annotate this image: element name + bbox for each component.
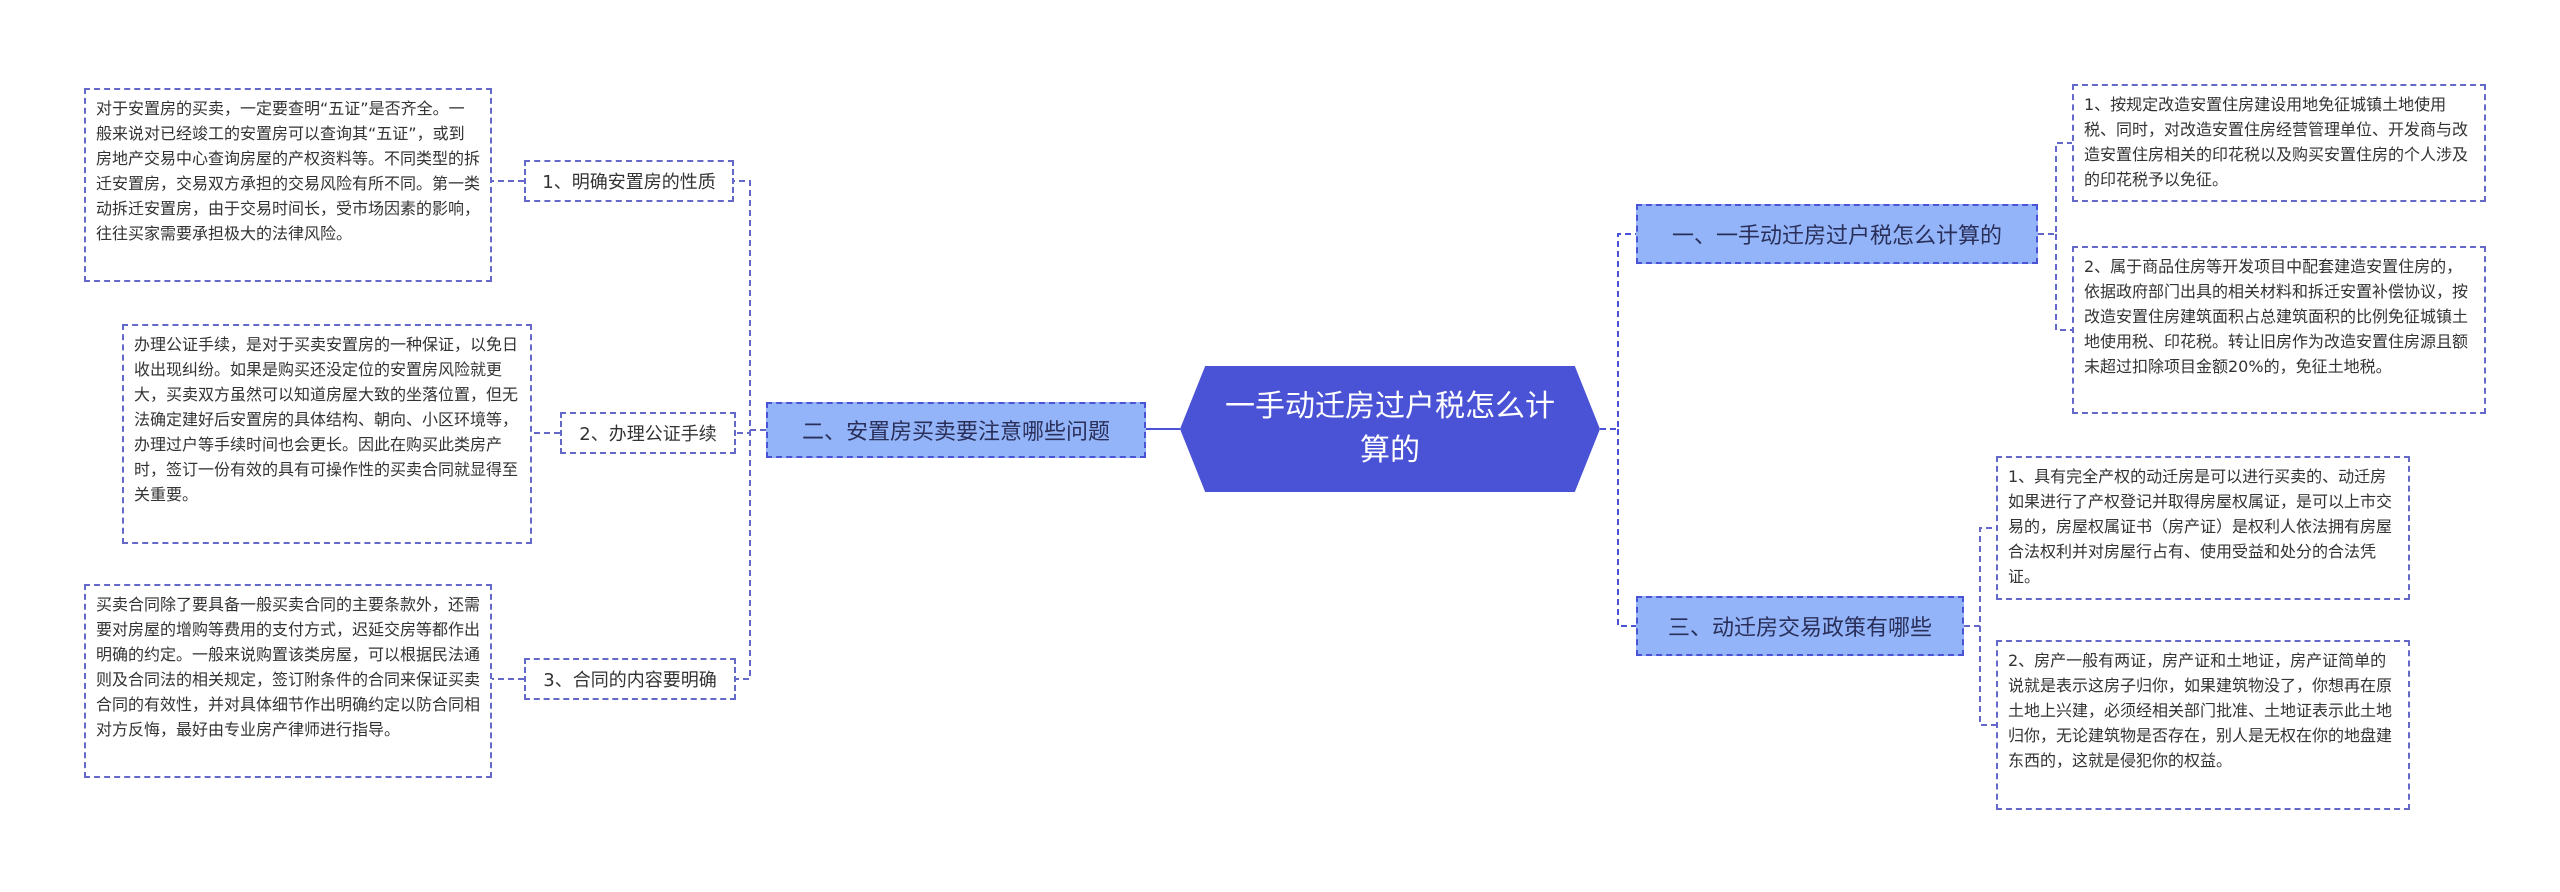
sub-left-2[interactable]: 2、办理公证手续 xyxy=(560,412,736,454)
connector-left-sub1 xyxy=(734,180,766,431)
leaf-right-1-2[interactable]: 2、属于商品住房等开发项目中配套建造安置住房的，依据政府部门出具的相关材料和拆迁… xyxy=(2072,246,2486,414)
branch-right-2[interactable]: 三、动迁房交易政策有哪些 xyxy=(1636,596,1964,656)
leaf-right-1-2-text: 2、属于商品住房等开发项目中配套建造安置住房的，依据政府部门出具的相关材料和拆迁… xyxy=(2084,257,2469,376)
connector-r1-leaf2 xyxy=(2055,234,2072,331)
branch-right-1[interactable]: 一、一手动迁房过户税怎么计算的 xyxy=(1636,204,2038,264)
connector-r2-leaf2 xyxy=(1979,626,1996,726)
sub-left-3-label: 3、合同的内容要明确 xyxy=(543,670,717,691)
sub-left-1[interactable]: 1、明确安置房的性质 xyxy=(524,160,734,202)
leaf-left-3[interactable]: 买卖合同除了要具备一般买卖合同的主要条款外，还需要对房屋的增购等费用的支付方式，… xyxy=(84,584,492,778)
branch-left-label: 二、安置房买卖要注意哪些问题 xyxy=(801,420,1110,445)
connector-r2-leaf1 xyxy=(1964,527,1996,627)
leaf-right-2-2[interactable]: 2、房产一般有两证，房产证和土地证，房产证简单的说就是表示这房子归你，如果建筑物… xyxy=(1996,640,2410,810)
sub-left-1-label: 1、明确安置房的性质 xyxy=(542,172,716,193)
connector-root-right-2 xyxy=(1617,429,1636,627)
leaf-right-1-1-text: 1、按规定改造安置住房建设用地免征城镇土地使用税、同时，对改造安置住房经营管理单… xyxy=(2084,95,2469,189)
leaf-right-2-1-text: 1、具有完全产权的动迁房是可以进行买卖的、动迁房如果进行了产权登记并取得房屋权属… xyxy=(2008,467,2393,586)
connector-root-right-1 xyxy=(1600,233,1636,430)
connector-r1-leaf1 xyxy=(2038,142,2072,235)
sub-left-3[interactable]: 3、合同的内容要明确 xyxy=(524,658,736,700)
root-topic-label: 一手动迁房过户税怎么计算的 xyxy=(1225,389,1555,468)
leaf-left-2[interactable]: 办理公证手续，是对于买卖安置房的一种保证，以免日收出现纠纷。如果是购买还没定位的… xyxy=(122,324,532,544)
leaf-left-1[interactable]: 对于安置房的买卖，一定要查明“五证”是否齐全。一般来说对已经竣工的安置房可以查询… xyxy=(84,88,492,282)
branch-left[interactable]: 二、安置房买卖要注意哪些问题 xyxy=(766,402,1146,458)
leaf-right-2-2-text: 2、房产一般有两证，房产证和土地证，房产证简单的说就是表示这房子归你，如果建筑物… xyxy=(2008,651,2393,770)
leaf-right-1-1[interactable]: 1、按规定改造安置住房建设用地免征城镇土地使用税、同时，对改造安置住房经营管理单… xyxy=(2072,84,2486,202)
connector-left-sub2 xyxy=(736,430,751,434)
connector-left-sub3 xyxy=(736,430,751,680)
branch-right-2-label: 三、动迁房交易政策有哪些 xyxy=(1667,616,1932,641)
branch-right-1-label: 一、一手动迁房过户税怎么计算的 xyxy=(1671,224,2002,249)
leaf-left-2-text: 办理公证手续，是对于买卖安置房的一种保证，以免日收出现纠纷。如果是购买还没定位的… xyxy=(134,335,519,504)
leaf-right-2-1[interactable]: 1、具有完全产权的动迁房是可以进行买卖的、动迁房如果进行了产权登记并取得房屋权属… xyxy=(1996,456,2410,600)
sub-left-2-label: 2、办理公证手续 xyxy=(579,424,717,445)
leaf-left-3-text: 买卖合同除了要具备一般买卖合同的主要条款外，还需要对房屋的增购等费用的支付方式，… xyxy=(96,595,481,739)
root-topic[interactable]: 一手动迁房过户税怎么计算的 xyxy=(1180,366,1600,492)
leaf-left-1-text: 对于安置房的买卖，一定要查明“五证”是否齐全。一般来说对已经竣工的安置房可以查询… xyxy=(96,99,481,243)
